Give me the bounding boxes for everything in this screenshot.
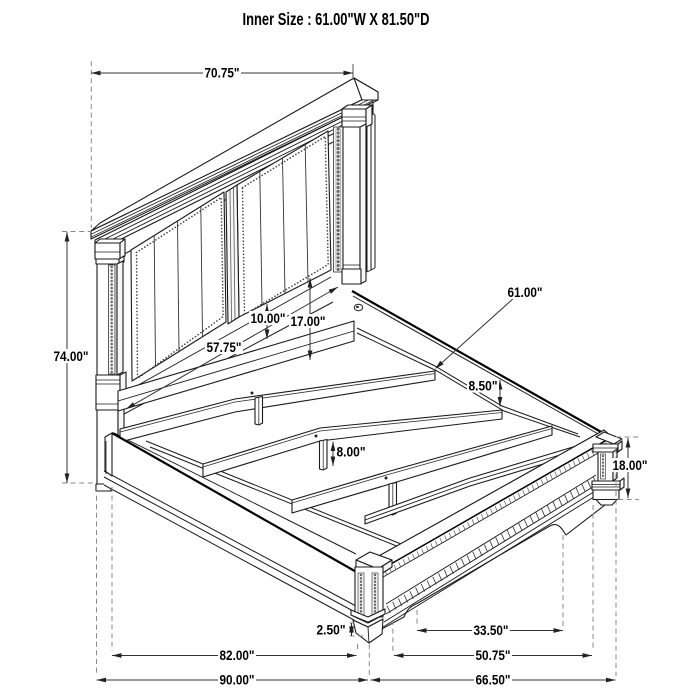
svg-text:66.50": 66.50" bbox=[476, 672, 511, 688]
svg-text:Inner Size : 61.00"W X 81.50"D: Inner Size : 61.00"W X 81.50"D bbox=[243, 9, 430, 29]
svg-text:33.50": 33.50" bbox=[474, 622, 509, 638]
svg-text:90.00": 90.00" bbox=[220, 672, 255, 688]
svg-text:18.00": 18.00" bbox=[613, 457, 648, 473]
svg-text:82.00": 82.00" bbox=[220, 647, 255, 663]
svg-text:70.75": 70.75" bbox=[205, 65, 240, 81]
svg-text:50.75": 50.75" bbox=[476, 647, 511, 663]
svg-text:17.00": 17.00" bbox=[291, 313, 326, 329]
svg-text:10.00": 10.00" bbox=[251, 310, 286, 326]
svg-text:8.50": 8.50" bbox=[469, 378, 498, 394]
svg-text:2.50": 2.50" bbox=[317, 622, 346, 638]
svg-text:61.00": 61.00" bbox=[508, 284, 543, 300]
svg-text:8.00": 8.00" bbox=[337, 444, 366, 460]
svg-text:74.00": 74.00" bbox=[54, 348, 89, 364]
svg-text:57.75": 57.75" bbox=[207, 339, 242, 355]
